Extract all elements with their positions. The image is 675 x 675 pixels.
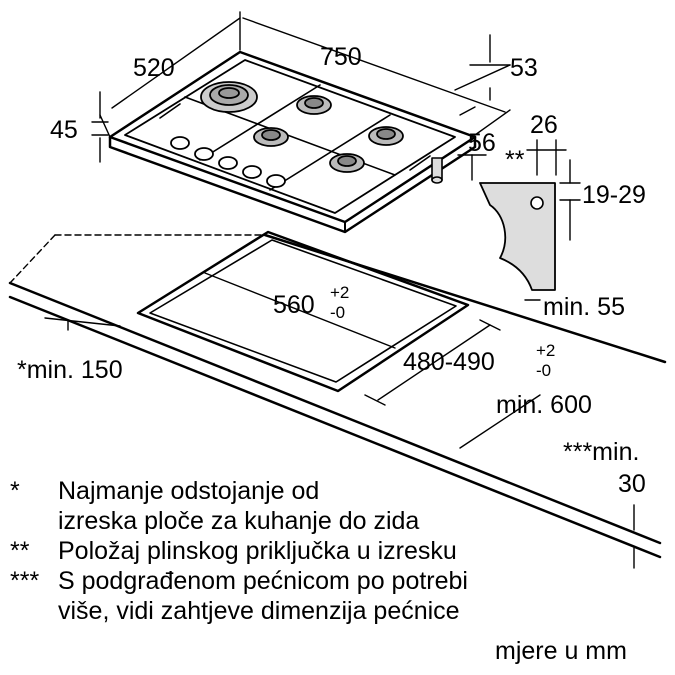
dim-side-offset-label: 26 (530, 111, 558, 139)
dim-thickness-label: 19-29 (582, 181, 646, 209)
note-1-mark: * (10, 477, 20, 505)
dim-cutout-depth-tol-minus: -0 (536, 361, 551, 380)
dim-min-30-label: ***min. (563, 438, 639, 466)
note-2-mark: ** (10, 537, 30, 565)
side-section-detail (479, 139, 581, 291)
dim-min-600-label: min. 600 (496, 391, 592, 419)
dim-gas-marker: ** (505, 146, 525, 174)
dim-30-label: 30 (618, 470, 646, 498)
note-3-mark: *** (10, 567, 40, 595)
dim-width-label: 750 (320, 43, 362, 71)
note-3-line-1: S podgrađenom pećnicom po potrebi (58, 567, 468, 595)
dimension-labels: 750 520 45 53 56 26 19-29 ** 560 +2 -0 4… (17, 43, 646, 498)
units-note: mjere u mm (495, 637, 627, 665)
note-1-line-2: izreska ploče za kuhanje do zida (58, 507, 420, 535)
dim-top-offset-label: 53 (510, 54, 538, 82)
cutout (136, 230, 470, 393)
dimension-lines (44, 11, 635, 569)
dim-depth-label: 520 (133, 54, 175, 82)
dim-min-150-label: *min. 150 (17, 356, 123, 384)
dim-cutout-depth-tol-plus: +2 (536, 341, 555, 360)
dim-cutout-depth-label: 480-490 (403, 348, 495, 376)
dim-cutout-width-tol-plus: +2 (330, 283, 349, 302)
dim-cutout-width-label: 560 (273, 291, 315, 319)
dim-cutout-width-tol-minus: -0 (330, 303, 345, 322)
note-1-line-1: Najmanje odstojanje od (58, 477, 320, 505)
dim-height-label: 45 (50, 116, 78, 144)
note-3-line-2: više, vidi zahtjeve dimenzija pećnice (58, 597, 460, 625)
control-knobs (170, 136, 286, 188)
gas-connector (431, 157, 443, 184)
burners (200, 81, 404, 173)
note-2-line: Položaj plinskog priključka u izresku (58, 537, 457, 565)
dim-min-55-label: min. 55 (543, 293, 625, 321)
dim-connector-label: 56 (468, 129, 496, 157)
